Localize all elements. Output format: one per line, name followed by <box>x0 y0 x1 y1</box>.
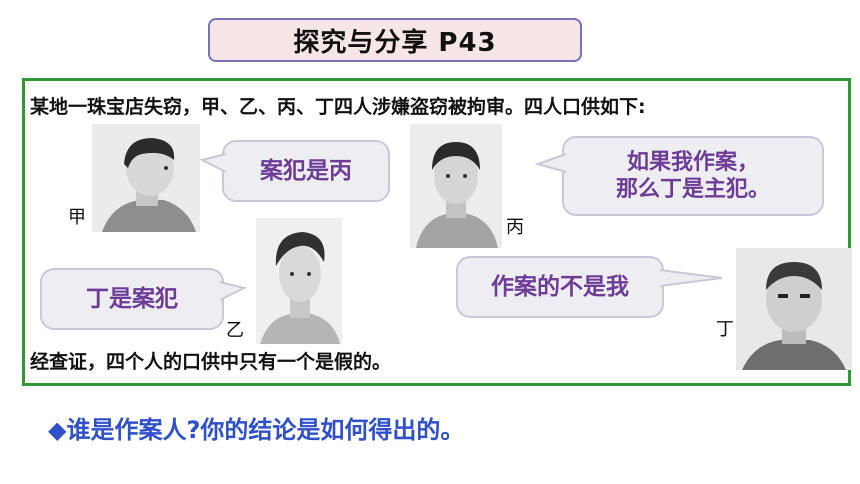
bubble-tail <box>659 269 723 287</box>
speech-bubble-yi: 丁是案犯 <box>40 268 247 330</box>
intro-text: 某地一珠宝店失窃，甲、乙、丙、丁四人涉嫌盗窃被拘审。四人口供如下: <box>30 96 646 118</box>
suspect-name-yi: 乙 <box>226 320 244 341</box>
content-frame <box>22 78 851 386</box>
statement-jia: 案犯是丙 <box>260 157 352 184</box>
bubble-tail <box>534 153 567 173</box>
portrait-jia <box>92 124 200 232</box>
bubble-tail <box>219 281 247 301</box>
speech-bubble-jia: 案犯是丙 <box>199 140 390 202</box>
question-text: ◆谁是作案人?你的结论是如何得出的。 <box>48 416 465 444</box>
conclusion-text: 经查证，四个人的口供中只有一个是假的。 <box>30 351 392 373</box>
suspect-name-ding: 丁 <box>716 319 734 340</box>
speech-bubble-ding: 作案的不是我 <box>456 256 723 318</box>
portrait-bing <box>410 124 502 248</box>
statement-bing-line1: 如果我作案， <box>626 149 759 175</box>
speech-bubble-bing: 如果我作案， 那么丁是主犯。 <box>534 136 824 216</box>
portrait-yi <box>256 218 342 344</box>
statement-ding: 作案的不是我 <box>491 273 629 300</box>
suspect-name-bing: 丙 <box>506 217 524 238</box>
page-title: 探究与分享 P43 <box>208 18 582 62</box>
portrait-ding <box>736 248 852 370</box>
statement-bing-line2: 那么丁是主犯。 <box>615 177 770 202</box>
suspect-name-jia: 甲 <box>68 207 86 228</box>
bubble-tail <box>199 153 227 173</box>
statement-yi: 丁是案犯 <box>86 285 178 312</box>
